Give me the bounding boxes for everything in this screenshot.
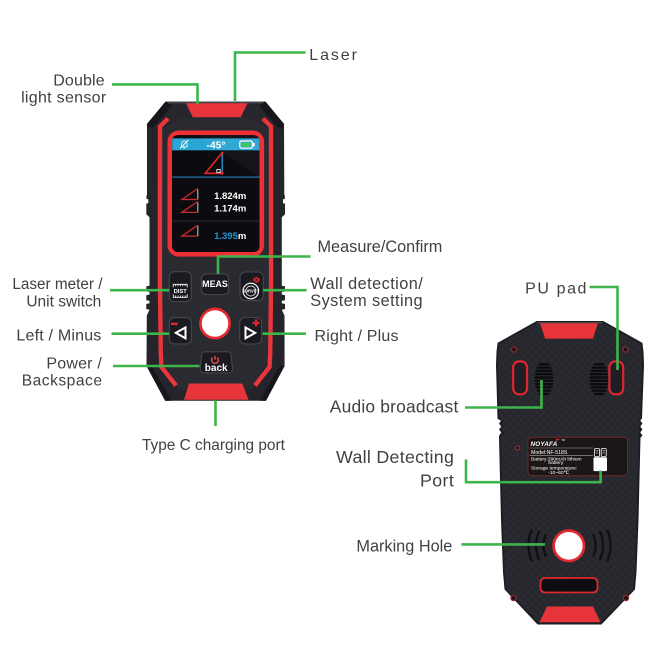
- svg-text:Measure/Confirm: Measure/Confirm: [318, 238, 443, 256]
- svg-text:Wall Detecting: Wall Detecting: [336, 447, 454, 467]
- svg-text:Right / Plus: Right / Plus: [315, 328, 399, 345]
- svg-text:-45°: -45°: [206, 140, 225, 151]
- svg-text:Laser meter /: Laser meter /: [12, 276, 103, 293]
- svg-text:PU pad: PU pad: [525, 281, 588, 298]
- svg-text:1.174m: 1.174m: [214, 204, 246, 215]
- svg-text:Laser: Laser: [309, 47, 359, 64]
- svg-text:TM: TM: [561, 438, 565, 442]
- svg-text:NOYAFA: NOYAFA: [531, 441, 558, 448]
- svg-text:Wall detection/: Wall detection/: [310, 275, 423, 293]
- svg-text:MEAS: MEAS: [202, 279, 228, 289]
- svg-text:Double: Double: [53, 72, 105, 89]
- svg-text:System setting: System setting: [310, 292, 423, 310]
- svg-text:light sensor: light sensor: [21, 89, 107, 106]
- svg-text:back: back: [205, 363, 228, 374]
- svg-text:Type C charging port: Type C charging port: [142, 437, 286, 454]
- svg-text:battery: battery: [548, 460, 564, 466]
- svg-text:-10~60℃: -10~60℃: [548, 470, 569, 476]
- svg-text:Left / Minus: Left / Minus: [16, 328, 101, 345]
- svg-text:Audio broadcast: Audio broadcast: [330, 397, 459, 417]
- svg-text:Battery:390mAh lithium: Battery:390mAh lithium: [531, 456, 582, 462]
- svg-text:Port: Port: [420, 470, 454, 490]
- svg-text:1.824m: 1.824m: [214, 191, 246, 202]
- svg-text:1.395m: 1.395m: [214, 231, 246, 242]
- svg-text:Unit switch: Unit switch: [26, 293, 101, 310]
- svg-text:Storage temperature:: Storage temperature:: [531, 466, 577, 472]
- svg-text:Backspace: Backspace: [22, 372, 103, 389]
- svg-text:Model:NF-518S: Model:NF-518S: [531, 450, 568, 456]
- svg-text:Power /: Power /: [46, 356, 102, 373]
- svg-text:Marking Hole: Marking Hole: [356, 538, 452, 556]
- svg-text:DIST: DIST: [174, 289, 188, 295]
- svg-text:SURVEY: SURVEY: [242, 289, 259, 294]
